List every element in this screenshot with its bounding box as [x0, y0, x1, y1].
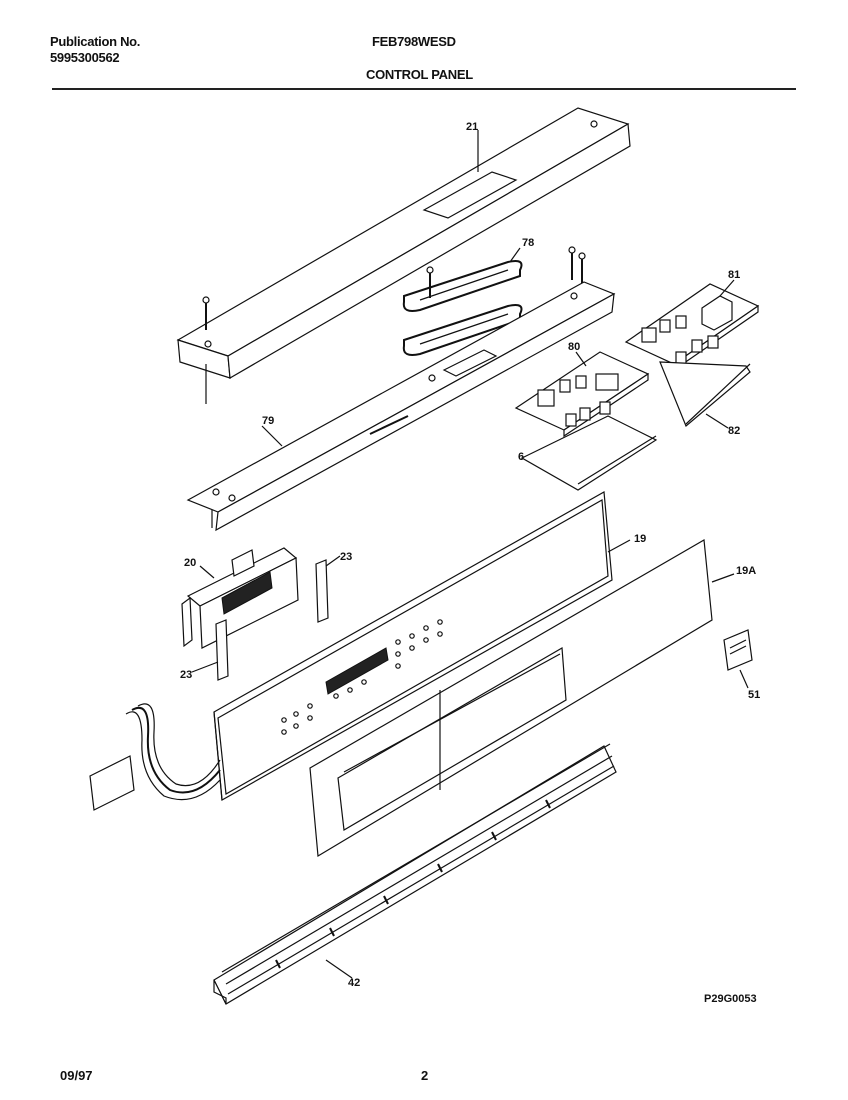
- callout-19: 19: [634, 533, 646, 545]
- mounting-brackets: [215, 559, 329, 681]
- callout-6: 6: [518, 451, 524, 463]
- section-title: CONTROL PANEL: [366, 67, 473, 82]
- callout-19a: 19A: [736, 565, 756, 577]
- panel-support-bracket: [186, 281, 616, 532]
- callout-23-upper: 23: [340, 551, 352, 563]
- callout-78: 78: [522, 237, 534, 249]
- callout-42: 42: [348, 977, 360, 989]
- callout-20: 20: [184, 557, 196, 569]
- front-panel-frame: [309, 539, 713, 858]
- relay-board-80: [514, 351, 658, 491]
- callout-23-lower: 23: [180, 669, 192, 681]
- overlay-display-keypads: [281, 619, 443, 735]
- callout-51: 51: [748, 689, 760, 701]
- screws: [202, 246, 586, 330]
- relay-board-81: [624, 283, 760, 427]
- control-board: [181, 547, 299, 649]
- footer-date: 09/97: [60, 1068, 93, 1083]
- page-number: 2: [421, 1068, 429, 1083]
- wire-harness: [89, 703, 221, 811]
- drawing-code: P29G0053: [704, 993, 757, 1005]
- callout-21: 21: [466, 121, 478, 133]
- callout-labels: 21 78 81 80 79 82 6 19 20 23 19A 23 51 4…: [180, 121, 760, 989]
- callout-79: 79: [262, 415, 274, 427]
- callout-leaders: [191, 247, 749, 979]
- vent-grille: [213, 743, 617, 1005]
- rating-label: [723, 629, 753, 671]
- publication-number: 5995300562: [50, 50, 120, 65]
- publication-label: Publication No.: [50, 34, 141, 49]
- model-number: FEB798WESD: [372, 34, 456, 49]
- callout-80: 80: [568, 341, 580, 353]
- header-rule: [52, 88, 796, 90]
- callout-82: 82: [728, 425, 740, 437]
- control-panel-trim: [176, 107, 631, 404]
- callout-81: 81: [728, 269, 740, 281]
